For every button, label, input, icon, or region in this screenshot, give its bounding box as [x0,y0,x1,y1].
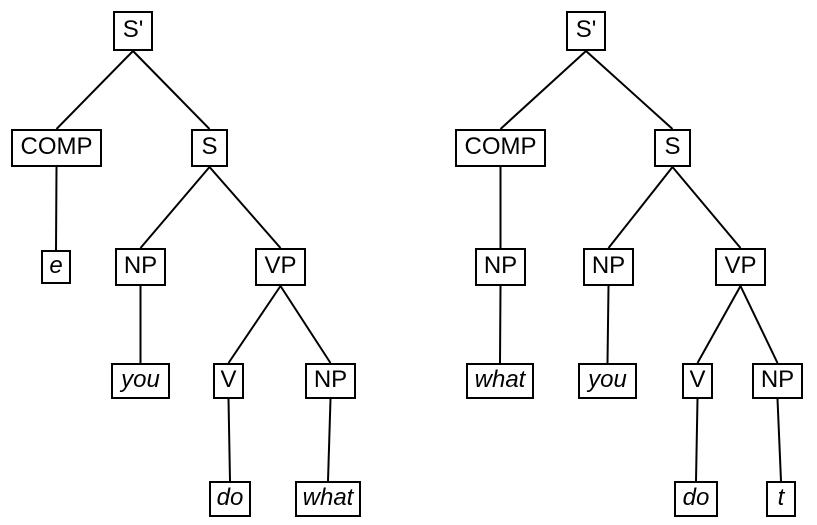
tree-branch [607,166,674,249]
tree-branch [227,285,282,364]
tree-branch [227,398,231,482]
terminal-node-t: t [766,481,796,517]
tree-branch [695,398,699,482]
node-label: NP [313,366,348,393]
category-node-comp: COMP [455,129,546,167]
category-node-s: S' [113,11,153,51]
node-label: COMP [20,133,93,160]
category-node-np: NP [305,363,356,399]
tree-branch [776,398,782,482]
tree-branch [139,166,211,249]
category-node-np: NP [115,248,166,286]
node-label: VP [264,252,297,279]
tree-branch [696,285,742,364]
node-label: S [201,133,218,160]
node-label: S' [122,16,144,43]
tree-branch [279,285,332,364]
node-label: do [216,484,244,511]
category-node-np: NP [752,363,803,399]
tree-branch [499,50,587,130]
tree-branch [671,166,742,249]
node-label: t [777,484,785,511]
node-label: you [121,366,160,393]
tree-branch [132,50,211,130]
node-label: COMP [464,133,537,160]
category-node-np: NP [475,248,526,286]
node-label: S [664,133,681,160]
node-label: NP [760,366,795,393]
node-label: V [689,366,706,393]
node-label: VP [724,252,757,279]
category-node-s: S [654,129,691,167]
node-label: do [682,484,710,511]
category-node-np: NP [583,248,634,286]
tree-branch [327,398,332,482]
node-label: NP [483,252,518,279]
terminal-node-what: what [466,363,534,399]
terminal-node-you: you [578,363,637,399]
category-node-s: S' [566,11,606,51]
node-label: S' [575,16,597,43]
terminal-node-e: e [41,250,71,284]
terminal-node-you: you [111,363,170,399]
tree-branch [739,285,779,364]
node-label: NP [123,252,158,279]
node-label: you [588,366,627,393]
tree-branch [208,166,282,249]
category-node-v: V [213,363,244,399]
terminal-node-what: what [295,481,361,517]
node-label: NP [591,252,626,279]
node-label: e [49,252,63,279]
tree-branch [606,285,610,364]
category-node-comp: COMP [11,129,102,167]
node-label: what [474,366,526,393]
tree-branch [55,50,134,130]
node-label: what [302,484,354,511]
terminal-node-do: do [209,481,251,517]
node-label: V [220,366,237,393]
tree-branch [585,50,674,130]
tree-branch [499,285,502,364]
category-node-v: V [682,363,713,399]
tree-branch [55,166,58,251]
category-node-s: S [191,129,228,167]
terminal-node-do: do [674,481,718,517]
category-node-vp: VP [255,248,306,286]
category-node-vp: VP [715,248,766,286]
